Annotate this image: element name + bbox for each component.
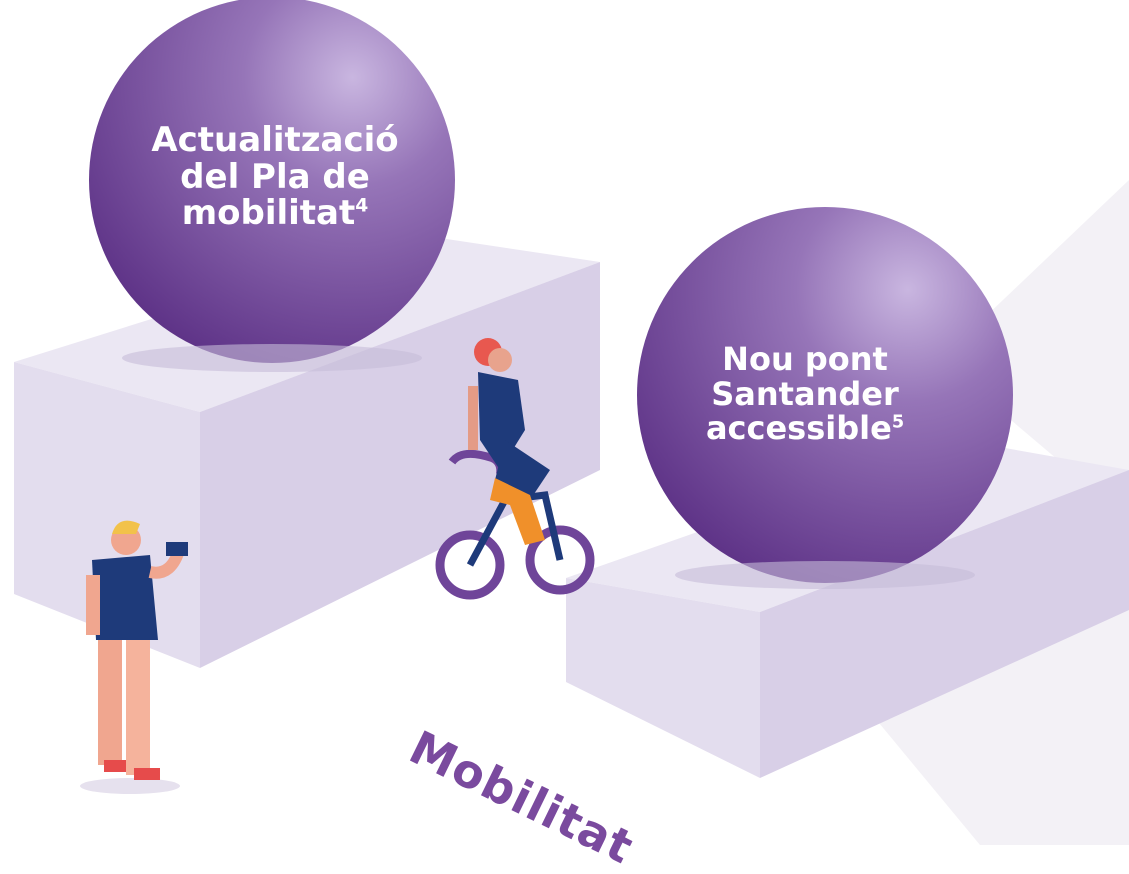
title-line: Santander [711,374,899,413]
footnote-marker: 5 [891,412,905,433]
sphere-right [637,207,1013,583]
title-word: accessible [705,409,892,448]
sphere-left [89,0,455,363]
sphere-title-plan-mobilitat: Actualització del Pla de mobilitat4 [120,122,430,232]
title-word: mobilitat [181,193,356,234]
footnote-marker: 4 [355,196,369,218]
title-line: del Pla de [180,156,370,197]
title-line: Actualització [151,120,399,160]
sphere-title-pont-santander: Nou pont Santander accessible5 [680,342,930,446]
title-line: Nou pont [722,340,888,378]
cyclist-illustration [435,338,595,600]
title-line: mobilitat4 [120,195,430,232]
title-line: accessible5 [680,411,930,446]
mobility-illustration [14,0,1129,845]
man-with-phone-illustration [80,520,188,794]
